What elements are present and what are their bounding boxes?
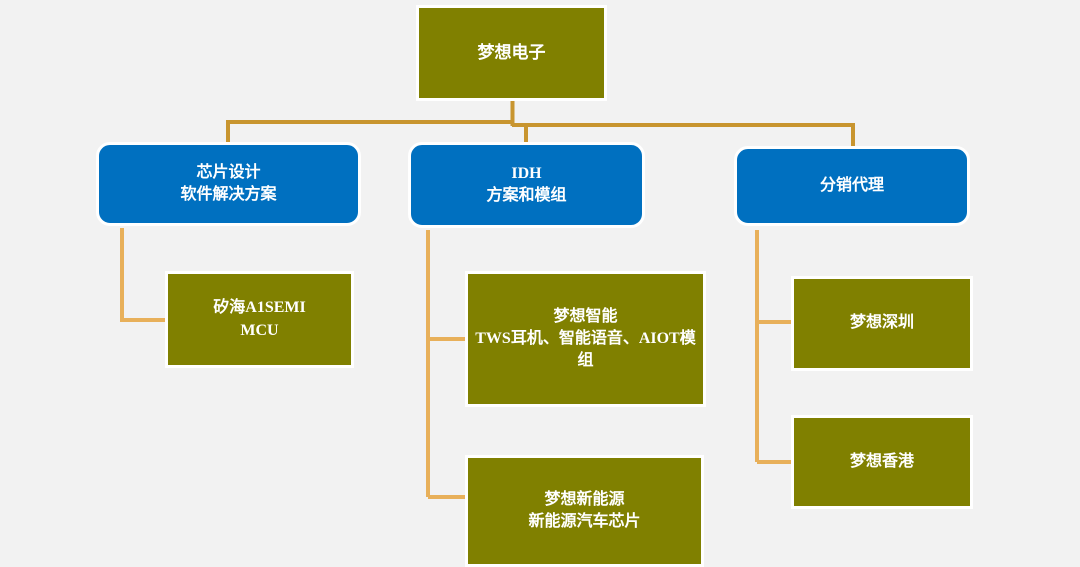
node-new-energy-label-1: 梦想新能源 (544, 490, 625, 508)
node-chip-design-label-1: 芯片设计 (196, 163, 261, 181)
node-a1semi[interactable]: 矽海A1SEMI MCU (165, 271, 354, 368)
node-chip-design-label-2: 软件解决方案 (180, 186, 277, 203)
node-new-energy[interactable]: 梦想新能源 新能源汽车芯片 (465, 455, 704, 567)
node-hongkong[interactable]: 梦想香港 (791, 415, 973, 509)
node-hongkong-label-1: 梦想香港 (849, 452, 914, 470)
node-distribution-label-1: 分销代理 (819, 176, 884, 194)
node-a1semi-label-2: MCU (240, 321, 279, 339)
node-root-label-1: 梦想电子 (477, 43, 546, 63)
node-idh-label-2: 方案和模组 (486, 187, 567, 204)
node-idh[interactable]: IDH 方案和模组 (408, 142, 645, 228)
edge-root-to-distribution (512, 123, 855, 146)
node-idh-label-1: IDH (511, 164, 542, 182)
node-chip-design[interactable]: 芯片设计 软件解决方案 (96, 142, 361, 226)
node-root[interactable]: 梦想电子 (416, 5, 607, 101)
node-distribution[interactable]: 分销代理 (734, 146, 970, 226)
node-a1semi-label-1: 矽海A1SEMI (213, 299, 306, 317)
edge-root-to-chip-design (226, 120, 514, 142)
node-new-energy-label-2: 新能源汽车芯片 (528, 513, 641, 530)
node-shenzhen[interactable]: 梦想深圳 (791, 276, 973, 371)
node-smart-label-2: TWS耳机、智能语音、AIOT模组 (475, 329, 696, 370)
node-shenzhen-label-1: 梦想深圳 (849, 314, 914, 332)
node-smart-label-1: 梦想智能 (553, 307, 618, 325)
node-smart[interactable]: 梦想智能 TWS耳机、智能语音、AIOT模组 (465, 271, 706, 407)
edge-chip-design-to-a1semi (120, 228, 165, 322)
